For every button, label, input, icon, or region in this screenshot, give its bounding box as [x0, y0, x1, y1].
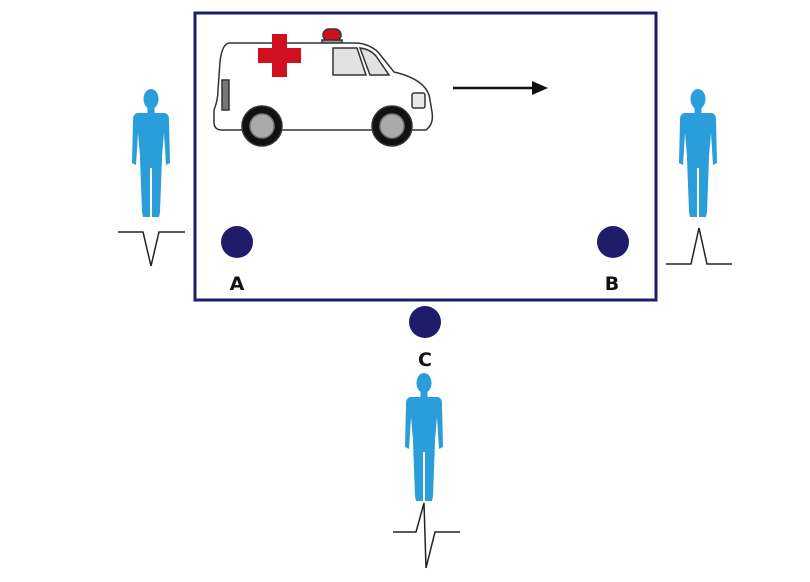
- person-bottom-icon: [405, 373, 443, 501]
- sensor-c: [409, 306, 441, 338]
- sensor-a: [221, 226, 253, 258]
- person-right-icon: [679, 89, 717, 217]
- waveform-c: [393, 502, 460, 569]
- vehicle-frame: [193, 11, 658, 302]
- waveform-a: [118, 231, 185, 267]
- waveform-b: [666, 227, 732, 265]
- sensor-b: [597, 226, 629, 258]
- sensor-b-label: B: [605, 273, 619, 295]
- ambulance-icon: [213, 28, 434, 147]
- person-left-icon: [132, 89, 170, 217]
- sensor-c-label: C: [418, 349, 432, 371]
- direction-arrow: [453, 81, 548, 95]
- sensor-a-label: A: [230, 273, 245, 295]
